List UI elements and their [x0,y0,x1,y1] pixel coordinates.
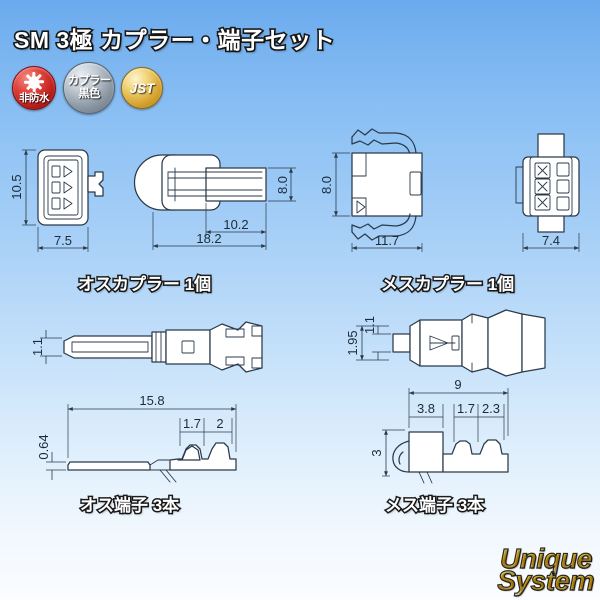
badge-non-waterproof: 非防水 [12,66,56,110]
male-terminal-top-view: 1.1 [30,321,263,373]
dim-female-term-top-inner: 1.1 [362,316,377,334]
dim-female-side-width: 11.7 [375,233,399,248]
dim-female-term-height: 3 [369,449,384,456]
dim-male-term-wire-barrel: 1.7 [183,416,201,431]
dim-male-side-total: 18.2 [196,231,221,246]
watermark-line2: System [497,565,595,597]
male-connector-side-view: 8.0 10.2 18.2 [133,154,296,250]
female-terminal-top-view: 1.1 1.95 [345,309,546,377]
badge-connector-color: カプラー 黒色 [63,62,115,114]
caption-female-connector: メスカプラー 1個 [379,274,515,296]
dim-female-term-wire-barrel: 1.7 [457,401,475,416]
dim-male-term-ins-barrel: 2 [216,416,223,431]
dim-male-term-total: 15.8 [139,393,164,408]
female-connector-front-view: 7.4 [515,133,580,252]
dim-female-front-width: 7.4 [542,233,560,248]
dim-male-side-body: 10.2 [223,217,248,232]
female-connector-side-view: 8.0 11.7 [319,128,423,252]
female-terminal-side-view: 9 3.8 1.7 2.3 3 [369,377,509,484]
dim-male-term-top-width: 1.1 [30,338,45,356]
dim-female-term-total: 9 [454,377,461,392]
male-connector-front-view: 10.5 7.5 [9,149,104,252]
badge-row: 非防水 カプラー 黒色 JST [12,62,163,114]
badge-connector-color-line2: 黒色 [78,88,100,100]
badge-connector-color-line1: カプラー [67,74,111,87]
dim-male-side-height: 8.0 [275,176,290,194]
caption-female-terminal: メス端子 3本 [383,495,485,517]
caption-male-connector: オスカプラー 1個 [76,274,212,296]
dim-female-term-ins-barrel: 2.3 [482,401,500,416]
caption-male-terminal: オス端子 3本 [78,495,180,517]
dim-female-term-box: 3.8 [417,401,435,416]
male-terminal-side-view: 15.8 1.7 2 0.64 [36,393,237,483]
watermark-logo: Unique System [497,544,595,597]
dim-male-front-height: 10.5 [9,174,24,199]
page-title: SM 3極 カプラー・端子セット [12,25,336,54]
badge-brand-jst: JST [121,67,163,109]
dim-male-term-thickness: 0.64 [36,434,51,459]
dim-male-front-width: 7.5 [54,233,72,248]
badge-non-waterproof-label: 非防水 [19,92,49,104]
dim-female-term-top-outer: 1.95 [345,330,360,355]
watermark-line1: Unique [497,544,594,573]
dim-female-side-height: 8.0 [319,176,334,194]
sun-droplet-icon [23,72,45,92]
badge-brand-jst-label: JST [129,80,155,96]
